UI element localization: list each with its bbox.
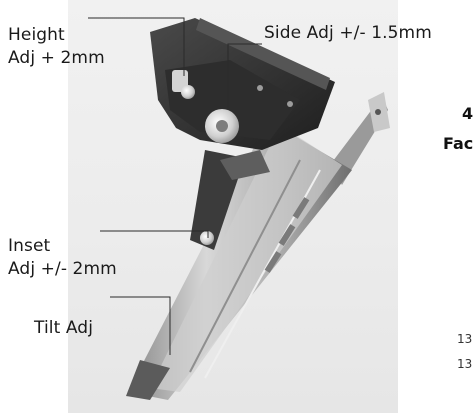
side-leader-line — [227, 43, 262, 108]
tilt-leader-line — [110, 296, 171, 355]
height-adjust-label: Height — [8, 25, 65, 45]
cropped-number-2: 13 — [457, 357, 473, 371]
height-adjust-callout: Height Adj + 2mm — [8, 24, 105, 70]
inset-adjust-label: Inset — [8, 236, 51, 256]
cropped-number-1: 13 — [457, 332, 473, 346]
side-adjust-callout: Side Adj +/- 1.5mm — [264, 22, 432, 45]
side-adjust-label: Side Adj +/- 1.5mm — [264, 23, 432, 43]
linkage-arm — [190, 150, 270, 250]
height-leader-line — [88, 17, 185, 76]
slide-rail — [126, 120, 352, 400]
tilt-adjust-label: Tilt Adj — [34, 318, 94, 338]
cropped-heading-fragment: 4 — [462, 104, 474, 123]
height-adjust-value: Adj + 2mm — [8, 48, 105, 68]
inset-adjust-callout: Inset Adj +/- 2mm — [8, 235, 117, 281]
inset-leader-line — [100, 230, 209, 238]
tilt-adjust-callout: Tilt Adj — [34, 317, 93, 340]
cropped-subheading-fragment: Fac — [443, 134, 474, 153]
hinge-housing — [150, 18, 335, 150]
mounting-bracket — [330, 92, 390, 185]
inset-adjust-value: Adj +/- 2mm — [8, 259, 117, 279]
leader-lines — [88, 17, 262, 355]
